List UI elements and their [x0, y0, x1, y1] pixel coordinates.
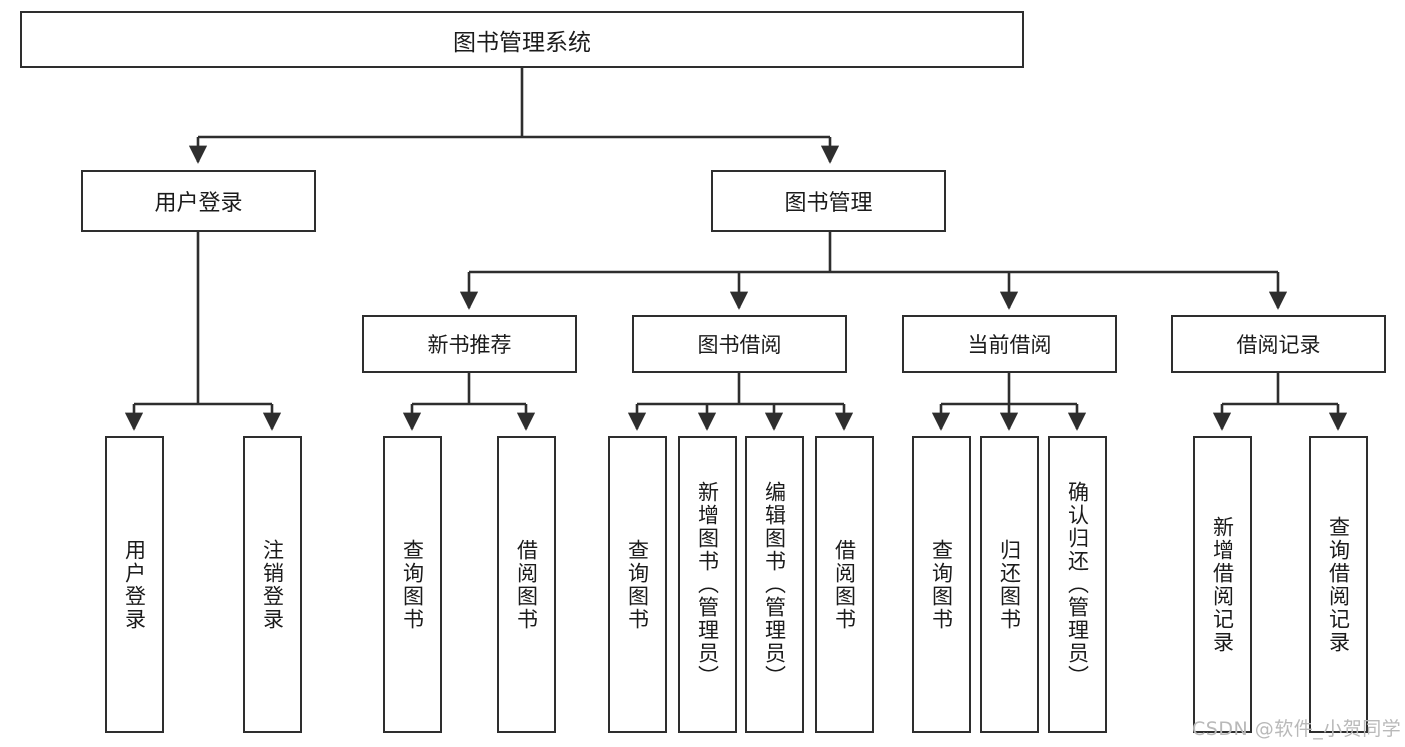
node-leaf-query-book-3[interactable]: 查询图书 — [912, 436, 971, 733]
node-current-borrow-label: 当前借阅 — [967, 333, 1052, 357]
node-leaf-user-login[interactable]: 用户登录 — [105, 436, 164, 733]
node-leaf-confirm-return-label: 确认归还（管理员） — [1065, 481, 1090, 688]
node-user-login-label: 用户登录 — [154, 191, 243, 216]
node-leaf-add-book[interactable]: 新增图书（管理员） — [678, 436, 737, 733]
node-leaf-add-record[interactable]: 新增借阅记录 — [1193, 436, 1252, 733]
node-borrow-record[interactable]: 借阅记录 — [1171, 315, 1386, 373]
node-leaf-query-record-label: 查询借阅记录 — [1326, 515, 1351, 654]
node-leaf-borrow-book-1-label: 借阅图书 — [514, 538, 539, 631]
node-user-login[interactable]: 用户登录 — [81, 170, 316, 232]
node-leaf-query-book-1-label: 查询图书 — [400, 538, 425, 631]
node-leaf-edit-book[interactable]: 编辑图书（管理员） — [745, 436, 804, 733]
node-leaf-return-book[interactable]: 归还图书 — [980, 436, 1039, 733]
node-leaf-user-login-label: 用户登录 — [122, 538, 147, 631]
node-current-borrow[interactable]: 当前借阅 — [902, 315, 1117, 373]
node-root-label: 图书管理系统 — [453, 29, 591, 56]
node-leaf-query-book-1[interactable]: 查询图书 — [383, 436, 442, 733]
node-book-borrow[interactable]: 图书借阅 — [632, 315, 847, 373]
node-new-book-recommend-label: 新书推荐 — [427, 333, 512, 357]
node-leaf-add-record-label: 新增借阅记录 — [1210, 515, 1235, 654]
node-leaf-query-book-2[interactable]: 查询图书 — [608, 436, 667, 733]
node-leaf-edit-book-label: 编辑图书（管理员） — [762, 481, 787, 688]
node-leaf-confirm-return[interactable]: 确认归还（管理员） — [1048, 436, 1107, 733]
node-leaf-borrow-book-2[interactable]: 借阅图书 — [815, 436, 874, 733]
node-leaf-borrow-book-1[interactable]: 借阅图书 — [497, 436, 556, 733]
node-leaf-query-record[interactable]: 查询借阅记录 — [1309, 436, 1368, 733]
watermark: CSDN @软件_小贺同学 — [1192, 718, 1402, 740]
node-leaf-query-book-2-label: 查询图书 — [625, 538, 650, 631]
node-root[interactable]: 图书管理系统 — [20, 11, 1024, 68]
node-borrow-record-label: 借阅记录 — [1236, 333, 1321, 357]
node-new-book-recommend[interactable]: 新书推荐 — [362, 315, 577, 373]
node-book-management-label: 图书管理 — [784, 191, 873, 216]
node-leaf-query-book-3-label: 查询图书 — [929, 538, 954, 631]
node-leaf-return-book-label: 归还图书 — [997, 538, 1022, 631]
node-leaf-logout-login[interactable]: 注销登录 — [243, 436, 302, 733]
node-leaf-add-book-label: 新增图书（管理员） — [695, 481, 720, 688]
node-leaf-logout-login-label: 注销登录 — [260, 538, 285, 631]
node-leaf-borrow-book-2-label: 借阅图书 — [832, 538, 857, 631]
node-book-borrow-label: 图书借阅 — [697, 333, 782, 357]
node-book-management[interactable]: 图书管理 — [711, 170, 946, 232]
